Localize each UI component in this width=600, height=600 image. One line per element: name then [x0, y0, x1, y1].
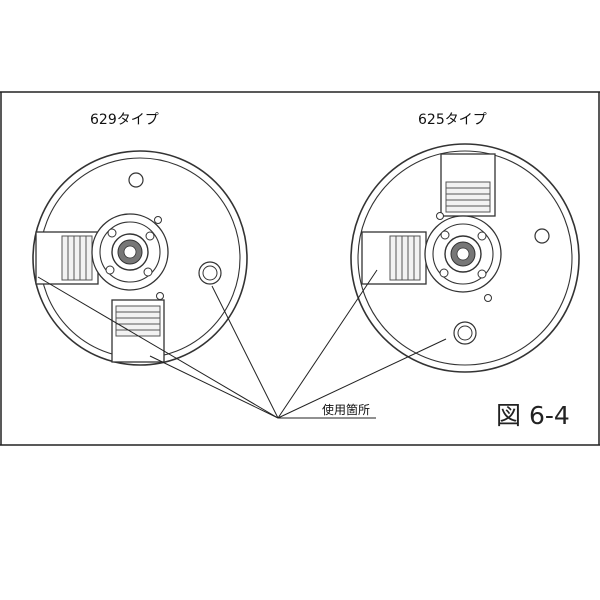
- callout-leader-lines: [37, 269, 447, 419]
- figure-number: 図 6-4: [496, 401, 570, 430]
- callout-label: 使用箇所: [322, 402, 370, 417]
- wheel-625: [350, 143, 580, 373]
- label-625-type: 625タイプ: [418, 112, 487, 128]
- label-629-type: 629タイプ: [90, 112, 159, 128]
- wheel-629: [32, 150, 248, 366]
